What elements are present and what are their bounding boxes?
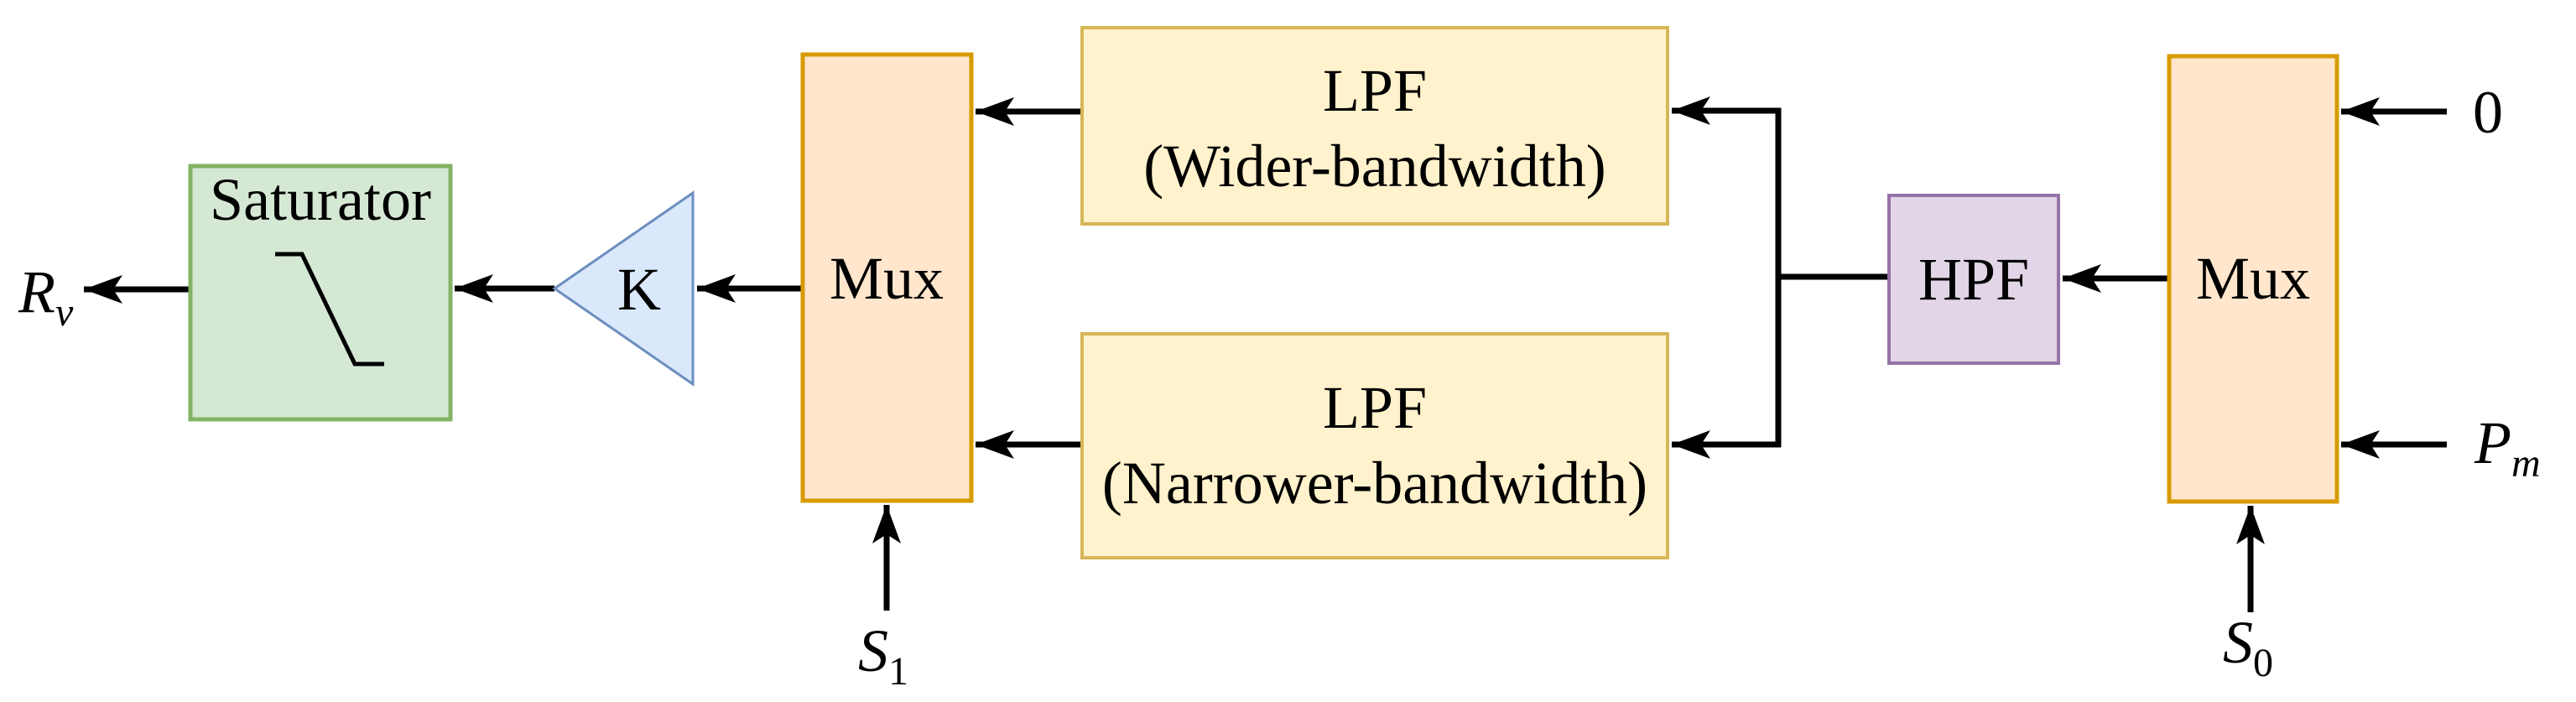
wire-hpf-junction (1775, 108, 1889, 447)
lpf-wide-label-line2: (Wider-bandwidth) (1143, 133, 1605, 200)
lpf-narrow-label-line1: LPF (1323, 374, 1427, 441)
hpf-block: HPF (1887, 194, 2060, 365)
saturator-block: Saturator (188, 164, 453, 422)
hpf-label: HPF (1918, 246, 2029, 313)
gain-block: K (552, 190, 695, 387)
mux-left-label: Mux (830, 245, 944, 312)
s0-select-label: S0 (2223, 609, 2273, 685)
pm-input-label: Pm (2474, 409, 2541, 486)
signal-labels: Rv S1 S0 0 Pm (18, 79, 2541, 694)
lpf-narrow-box (1080, 332, 1669, 559)
lpf-wide-block: LPF (Wider-bandwidth) (1080, 26, 1669, 226)
zero-input-label: 0 (2473, 79, 2503, 146)
mux-left-box (800, 52, 974, 503)
saturator-label: Saturator (210, 166, 431, 233)
gain-label: K (617, 256, 661, 323)
wires (84, 96, 2447, 612)
gain-triangle (552, 190, 695, 387)
mux-left-block: Mux (800, 52, 974, 503)
lpf-narrow-label-line2: (Narrower-bandwidth) (1102, 450, 1647, 517)
lpf-narrow-block: LPF (Narrower-bandwidth) (1080, 332, 1669, 559)
s1-select-label: S1 (858, 617, 908, 694)
saturation-curve-icon (275, 252, 384, 367)
lpf-wide-label-line1: LPF (1323, 57, 1427, 124)
lpf-wide-box (1080, 26, 1669, 226)
rv-output-label: Rv (18, 258, 74, 335)
mux-right-block: Mux (2167, 54, 2339, 504)
mux-right-label: Mux (2196, 245, 2310, 312)
mux-right-box (2167, 54, 2339, 504)
hpf-box (1887, 194, 2060, 365)
